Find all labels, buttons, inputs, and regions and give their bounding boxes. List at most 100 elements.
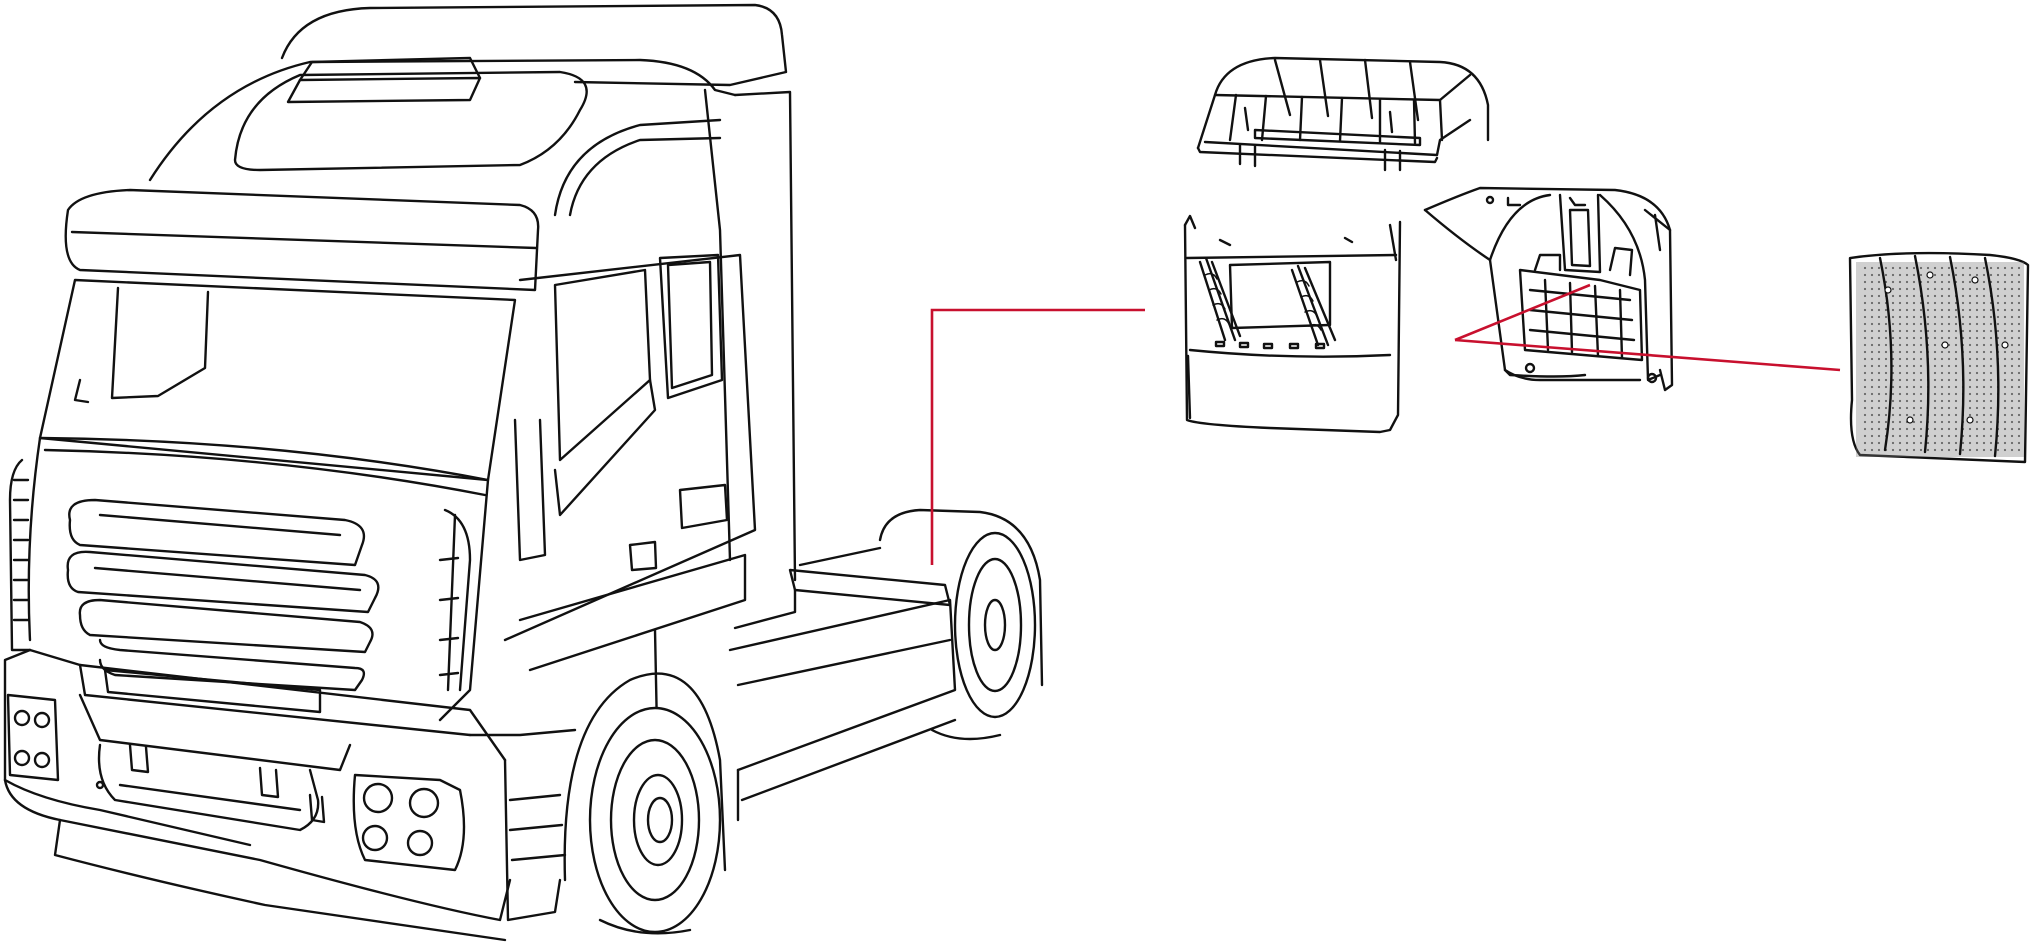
mat-dot — [1891, 392, 1895, 396]
mat-dot — [1863, 336, 1867, 340]
mat-dot — [1877, 420, 1881, 424]
mat-dot — [1912, 301, 1916, 305]
mat-dot — [2017, 420, 2021, 424]
mat-dot — [1940, 434, 1944, 438]
mat-dot — [1982, 357, 1986, 361]
mat-dot — [1933, 315, 1937, 319]
mat-dot — [1905, 343, 1909, 347]
mat-dot — [1982, 329, 1986, 333]
mat-dot — [1912, 273, 1916, 277]
mat-dot — [1933, 441, 1937, 445]
mat-dot — [1898, 385, 1902, 389]
mat-dot — [1926, 427, 1930, 431]
mat-dot — [1898, 273, 1902, 277]
mat-dot — [1940, 273, 1944, 277]
mat-dot — [1912, 329, 1916, 333]
mat-dot — [2017, 434, 2021, 438]
mat-dot — [1961, 434, 1965, 438]
mat-dot — [1940, 294, 1944, 298]
mat-dot — [1884, 406, 1888, 410]
mat-dot — [1975, 301, 1979, 305]
mat-dot — [1947, 378, 1951, 382]
mat-dot — [1898, 343, 1902, 347]
leader-truck-to-front-panel — [930, 308, 1145, 565]
mat-dot — [1996, 364, 2000, 368]
mat-dot — [1954, 392, 1958, 396]
mat-dot — [1996, 392, 2000, 396]
mat-dot — [1989, 308, 1993, 312]
mat-dot — [1954, 364, 1958, 368]
mat-dot — [1891, 322, 1895, 326]
mat-dot — [1884, 420, 1888, 424]
mat-dot — [1968, 350, 1972, 354]
mat-dot — [1996, 371, 2000, 375]
mat-dot — [1863, 343, 1867, 347]
mat-dot — [2017, 336, 2021, 340]
front-bumper — [3, 648, 577, 942]
mat-dot — [1919, 392, 1923, 396]
mat-dot — [1989, 399, 1993, 403]
mat-dot — [1884, 378, 1888, 382]
mat-dot — [1870, 413, 1874, 417]
mat-dot — [1891, 294, 1895, 298]
mat-dot — [1968, 434, 1972, 438]
mat-dot — [1947, 413, 1951, 417]
mat-dot — [2010, 273, 2014, 277]
mat-dot — [1919, 364, 1923, 368]
mat-dot — [1940, 392, 1944, 396]
mat-dot — [1919, 371, 1923, 375]
mat-dot — [1870, 273, 1874, 277]
mat-dot — [1926, 350, 1930, 354]
mat-dot — [1982, 364, 1986, 368]
mat-dot — [1954, 413, 1958, 417]
mat-dot — [1933, 427, 1937, 431]
mat-dot — [2017, 350, 2021, 354]
mat-dot — [1954, 308, 1958, 312]
mat-dot — [2017, 399, 2021, 403]
mat-dot — [1926, 371, 1930, 375]
mat-dot — [1919, 266, 1923, 270]
mat-dot — [1982, 301, 1986, 305]
mat-dot — [1905, 294, 1909, 298]
mat-dot — [1968, 406, 1972, 410]
mat-dot — [1975, 420, 1979, 424]
mat-dot — [2003, 273, 2007, 277]
mat-dot — [1870, 280, 1874, 284]
mat-dot — [2010, 343, 2014, 347]
mat-dot — [1996, 448, 2000, 452]
mat-dot — [1961, 350, 1965, 354]
mat-dot — [1912, 364, 1916, 368]
mat-dot — [1996, 294, 2000, 298]
mat-dot — [2003, 266, 2007, 270]
mat-dot — [1961, 441, 1965, 445]
mat-dot — [1982, 427, 1986, 431]
mat-dot — [1996, 350, 2000, 354]
mat-dot — [1968, 392, 1972, 396]
mat-dot — [1982, 322, 1986, 326]
mat-dot — [1898, 322, 1902, 326]
mat-dot — [2010, 315, 2014, 319]
mat-dot — [1919, 427, 1923, 431]
mat-dot — [1989, 392, 1993, 396]
mat-dot — [2010, 287, 2014, 291]
mat-dot — [1954, 399, 1958, 403]
mat-dot — [1968, 294, 1972, 298]
mat-dot — [1989, 441, 1993, 445]
mat-dot — [1926, 266, 1930, 270]
mat-dot — [1884, 273, 1888, 277]
mat-dot — [2010, 392, 2014, 396]
mat-dot — [1877, 413, 1881, 417]
mat-dot — [1996, 420, 2000, 424]
mat-dot — [1877, 434, 1881, 438]
mat-dot — [1968, 399, 1972, 403]
mat-dot — [2003, 301, 2007, 305]
mat-dot — [1947, 385, 1951, 389]
mat-dot — [1982, 350, 1986, 354]
mat-dot — [1933, 308, 1937, 312]
mat-dot — [1891, 315, 1895, 319]
mat-dot — [2017, 427, 2021, 431]
mat-dot — [1996, 336, 2000, 340]
mat-dot — [1954, 371, 1958, 375]
mat-dot — [1975, 350, 1979, 354]
mat-dot — [1940, 378, 1944, 382]
